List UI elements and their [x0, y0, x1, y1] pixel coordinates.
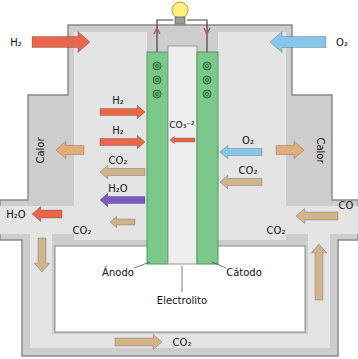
flow-label: H₂O	[108, 183, 127, 194]
flow-label: CO₂	[73, 225, 92, 236]
flow-label: H₂	[112, 95, 124, 106]
bulb-base	[175, 17, 185, 24]
flow-label: H₂O	[6, 209, 25, 220]
flow-arrow	[270, 32, 326, 53]
flow-arrow	[100, 105, 145, 118]
anode	[147, 52, 168, 264]
electron-symbol	[203, 76, 211, 84]
flow-label: Calor	[315, 137, 326, 163]
flow-label: Ánodo	[102, 267, 134, 278]
electron-arrow	[154, 28, 160, 34]
electron-symbol	[155, 64, 158, 67]
electron-symbol	[203, 62, 211, 70]
flow-arrow	[100, 135, 145, 148]
electrolyte	[168, 46, 197, 264]
flow-label: CO	[339, 200, 354, 211]
electron-symbol	[203, 90, 211, 98]
bulb	[172, 2, 188, 18]
flow-arrow	[311, 244, 326, 300]
leader-line	[212, 262, 226, 268]
flow-label: CO₂	[109, 155, 128, 166]
leader-line	[134, 262, 150, 268]
flow-arrow	[170, 136, 195, 144]
flow-arrow	[32, 206, 62, 221]
flow-label: O₂	[242, 135, 254, 146]
flow-label: H₂	[112, 125, 124, 136]
return-channel	[30, 334, 330, 348]
flow-label: CO₂	[267, 225, 286, 236]
electron-symbol	[155, 92, 158, 95]
flow-arrow	[296, 208, 338, 223]
flow-arrow	[100, 165, 145, 178]
electron-symbol	[205, 92, 208, 95]
flow-label: Electrolito	[157, 295, 207, 306]
wire	[187, 20, 207, 52]
electron-symbol	[205, 64, 208, 67]
flow-label: O₂	[336, 37, 348, 48]
flow-label: H₂	[10, 37, 22, 48]
electron-symbol	[153, 90, 161, 98]
flow-arrow	[276, 141, 304, 158]
return-channel	[308, 234, 330, 348]
flow-arrow	[220, 145, 262, 158]
flow-arrow	[100, 193, 145, 206]
electron-symbol	[205, 78, 208, 81]
wire	[157, 20, 173, 52]
return-channel	[30, 234, 52, 348]
flow-label: CO₃⁻²	[169, 121, 194, 131]
electron-symbol	[153, 76, 161, 84]
housing	[0, 25, 358, 356]
flow-arrow	[220, 175, 262, 188]
flow-arrow	[110, 216, 135, 227]
leader-line	[182, 266, 183, 292]
flow-label: Calor	[35, 137, 46, 163]
flow-arrow	[56, 141, 84, 158]
electron-symbol	[153, 62, 161, 70]
flow-label: CO₂	[239, 165, 258, 176]
inlet-pipe	[218, 206, 358, 234]
flow-label: Cátodo	[226, 267, 262, 278]
cathode	[197, 52, 218, 264]
electron-symbol	[155, 78, 158, 81]
flow-label: CO₂	[173, 337, 192, 348]
electron-arrow	[204, 28, 210, 34]
flow-arrow	[115, 334, 162, 349]
flow-arrow	[32, 32, 90, 53]
flow-arrow	[34, 238, 49, 272]
